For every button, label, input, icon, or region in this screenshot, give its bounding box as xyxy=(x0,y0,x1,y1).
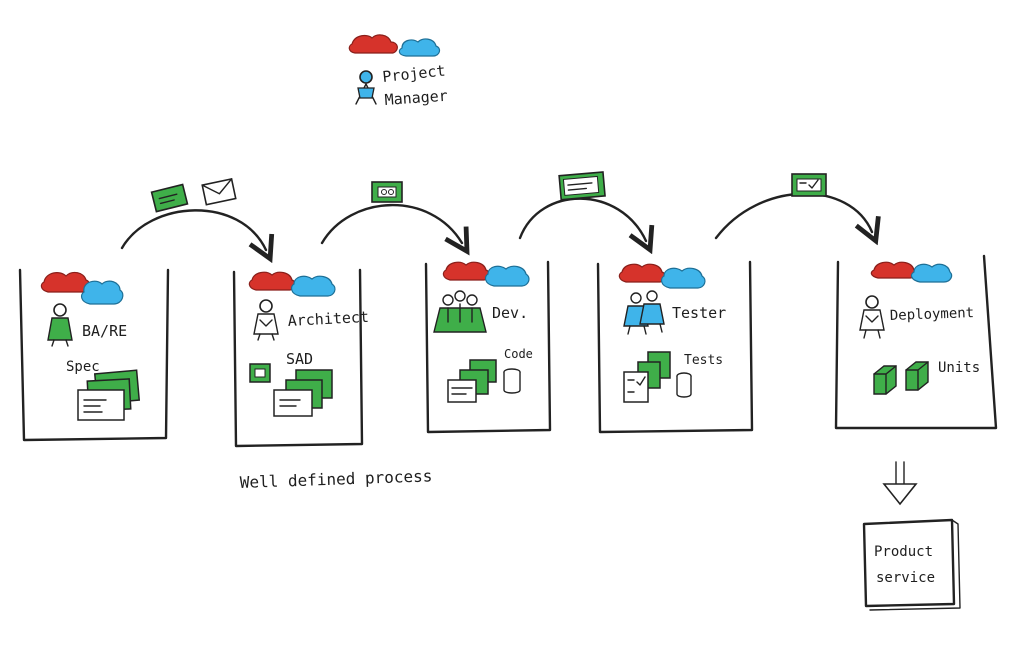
output-label-line1: Product xyxy=(874,544,933,560)
stage-5-clouds xyxy=(870,261,953,283)
cube-icon xyxy=(873,365,897,395)
artifact-label-sad: SAD xyxy=(286,350,313,368)
artifact-label-spec: Spec xyxy=(66,359,100,375)
role-labels: BA/RE Architect Dev. Tester Deployment xyxy=(82,304,974,340)
blue-cloud-icon xyxy=(660,267,706,289)
stage-boxes xyxy=(18,254,998,448)
stage-box-4 xyxy=(596,260,754,434)
sad-stack-icon xyxy=(249,363,333,417)
output-arrow xyxy=(882,461,918,506)
database-icon xyxy=(676,372,692,398)
code-stack-icon xyxy=(447,359,521,403)
role-label-deployment: Deployment xyxy=(890,305,975,324)
blue-cloud-icon xyxy=(484,265,530,287)
database-icon xyxy=(503,368,521,394)
handoff-arrows xyxy=(120,192,872,250)
red-cloud-icon xyxy=(618,263,667,283)
stage-people xyxy=(47,290,885,347)
arrow-4 xyxy=(714,192,872,238)
role-label-dev: Dev. xyxy=(492,304,528,322)
artifact-labels: Spec SAD Code Tests Units xyxy=(66,347,980,376)
product-service-box: Product service xyxy=(862,518,961,611)
artifact-label-tests: Tests xyxy=(684,353,723,368)
role-label-tester: Tester xyxy=(672,304,726,322)
architecture-doc-icon xyxy=(371,181,403,203)
stage-1-clouds xyxy=(40,271,124,305)
arrow-2 xyxy=(320,203,462,243)
handoff-docs xyxy=(150,171,827,213)
artifact-drawings xyxy=(77,351,929,421)
ba-person-icon xyxy=(47,303,73,347)
arrow-1 xyxy=(120,209,266,250)
role-label-architect: Architect xyxy=(287,308,369,330)
deployment-person-icon xyxy=(859,295,885,339)
process-caption: Well defined process xyxy=(239,466,432,492)
red-cloud-icon xyxy=(248,271,297,291)
red-cloud-icon xyxy=(442,261,491,281)
cube-icon xyxy=(905,361,929,391)
project-manager: Project Manager xyxy=(348,34,448,109)
stage-box-1 xyxy=(18,268,170,442)
tests-stack-icon xyxy=(623,351,692,403)
role-label-ba: BA/RE xyxy=(82,322,127,340)
red-cloud-icon xyxy=(870,261,917,279)
red-cloud-icon xyxy=(40,271,91,293)
blue-cloud-icon xyxy=(398,38,441,57)
manager-label-line1: Project xyxy=(382,61,447,86)
testers-group-icon xyxy=(623,290,665,335)
spec-doc-icon xyxy=(150,183,189,213)
envelope-icon xyxy=(201,177,237,206)
artifact-label-units: Units xyxy=(938,360,980,376)
blue-cloud-icon xyxy=(80,280,124,305)
stage-4-clouds xyxy=(618,263,706,289)
developers-group-icon xyxy=(433,290,487,333)
output-label-line2: service xyxy=(876,570,935,586)
stage-box-3 xyxy=(424,260,552,434)
architect-person-icon xyxy=(253,299,279,341)
stage-3-clouds xyxy=(442,261,530,287)
manager-label-line2: Manager xyxy=(384,87,448,109)
artifact-label-code: Code xyxy=(504,347,533,361)
stage-box-5 xyxy=(834,254,998,430)
person-icon xyxy=(355,70,377,105)
stage-clouds xyxy=(40,261,953,305)
red-cloud-icon xyxy=(348,34,398,54)
blue-cloud-icon xyxy=(910,263,953,283)
test-report-icon xyxy=(791,173,827,197)
code-doc-icon xyxy=(558,171,606,201)
units-icon xyxy=(873,361,929,395)
blue-cloud-icon xyxy=(290,275,336,297)
stage-box-2 xyxy=(232,268,364,448)
arrow-3 xyxy=(518,197,646,241)
stage-2-clouds xyxy=(248,271,336,297)
spec-stack-icon xyxy=(77,369,141,421)
